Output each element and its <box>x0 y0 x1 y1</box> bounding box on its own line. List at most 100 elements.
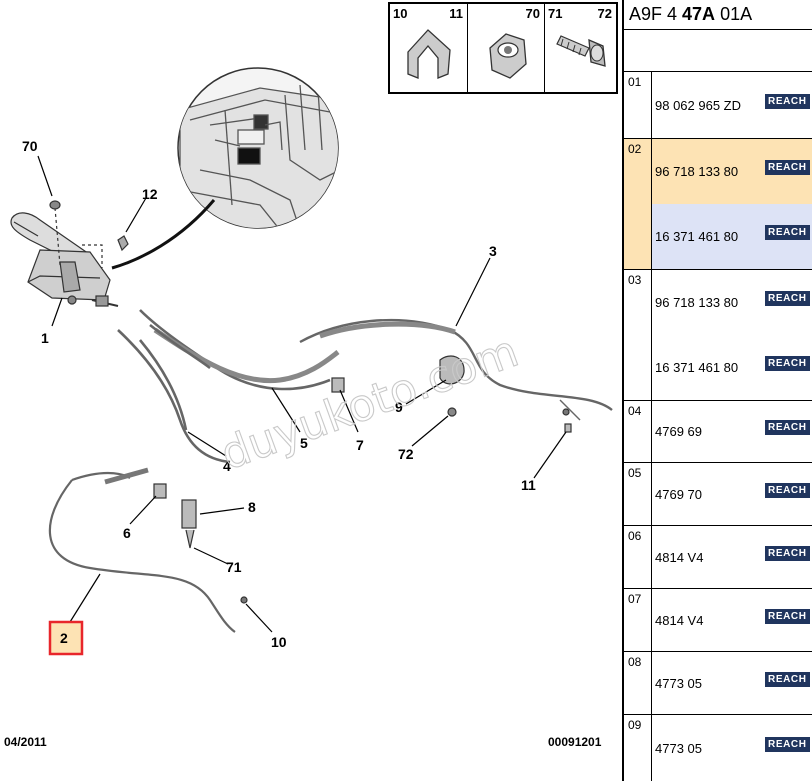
part-10-clip <box>240 596 248 604</box>
part-71-bolt <box>185 529 195 549</box>
footer-code: 00091201 <box>548 735 602 749</box>
group-number: 06 <box>624 526 652 588</box>
cable-2 <box>48 471 236 633</box>
group-number: 05 <box>624 463 652 525</box>
callout-2: 2 <box>60 630 68 646</box>
group-rows: 98 062 965 ZD REACH <box>652 72 812 138</box>
group-number: 02 <box>624 139 652 269</box>
cable-3 <box>299 318 613 421</box>
cable-4 <box>104 329 231 485</box>
bolt-icon <box>556 35 606 67</box>
part-row[interactable]: 4773 05 REACH <box>652 652 812 714</box>
reach-badge[interactable]: REACH <box>765 160 810 175</box>
part-6-clip <box>153 483 167 499</box>
reach-badge[interactable]: REACH <box>765 482 810 498</box>
reach-badge[interactable]: REACH <box>765 93 810 109</box>
legend-label-10: 10 <box>393 6 408 21</box>
reach-badge[interactable]: REACH <box>765 736 810 752</box>
legend-label-70: 70 <box>525 6 540 21</box>
part-row[interactable]: 96 718 133 80 REACH <box>652 139 812 204</box>
part-9-bracket <box>439 355 465 385</box>
reach-badge[interactable]: REACH <box>765 545 810 561</box>
callout-70: 70 <box>22 138 38 154</box>
part-row[interactable]: 4814 V4 REACH <box>652 589 812 651</box>
watermark: duyukoto.com <box>214 326 525 481</box>
group-number: 04 <box>624 401 652 462</box>
legend-cell-71-72: 71 72 <box>545 4 616 92</box>
reference-bold: 47A <box>682 4 716 24</box>
part-7-clip <box>331 377 345 393</box>
group-rows: 4773 05 REACH <box>652 652 812 714</box>
reach-badge[interactable]: REACH <box>765 608 810 624</box>
part-number: 4773 05 <box>655 675 702 691</box>
hardware-parts <box>153 355 572 604</box>
part-row[interactable]: 96 718 133 80 REACH <box>652 270 812 335</box>
reach-badge[interactable]: REACH <box>765 291 810 306</box>
part-number: 4769 69 <box>655 424 702 439</box>
reach-badge[interactable]: REACH <box>765 225 810 240</box>
callout-6: 6 <box>123 525 131 541</box>
reach-badge[interactable]: REACH <box>765 356 810 371</box>
callout-9: 9 <box>395 399 403 415</box>
reference-prefix: A9F 4 <box>629 4 683 24</box>
callout-72: 72 <box>398 446 414 462</box>
callout-11: 11 <box>521 477 536 493</box>
part-row[interactable]: 98 062 965 ZD REACH <box>652 72 812 138</box>
group-rows: 4773 05 REACH <box>652 715 812 781</box>
parts-diagram: 70 12 1 3 4 5 6 7 8 9 71 72 11 2 10 duyu… <box>4 67 613 749</box>
part-11-clip <box>562 408 570 416</box>
group-rows: 4814 V4 REACH <box>652 589 812 651</box>
group-rows: 96 718 133 80 REACH 16 371 461 80 REACH <box>652 139 812 269</box>
part-row[interactable]: 16 371 461 80 REACH <box>652 204 812 269</box>
part-number: 96 718 133 80 <box>655 295 739 310</box>
part-11-end <box>564 423 572 433</box>
group-rows: 4814 V4 REACH <box>652 526 812 588</box>
callouts: 70 12 1 3 4 5 6 7 8 9 71 72 11 2 10 <box>22 138 536 656</box>
footer-date: 04/2011 <box>4 735 47 749</box>
part-row[interactable]: 4769 69 REACH <box>652 401 812 462</box>
group-number: 03 <box>624 270 652 400</box>
part-number: 98 062 965 ZD <box>655 97 742 113</box>
legend-cell-70: 70 <box>468 4 545 92</box>
part-row[interactable]: 4814 V4 REACH <box>652 526 812 588</box>
reach-badge[interactable]: REACH <box>765 420 810 435</box>
reach-badge[interactable]: REACH <box>765 671 810 687</box>
callout-5: 5 <box>300 435 308 451</box>
part-number: 4814 V4 <box>655 612 704 628</box>
hardware-legend: 10 11 70 71 72 <box>388 2 618 94</box>
callout-10: 10 <box>271 634 287 650</box>
legend-label-72: 72 <box>597 6 612 21</box>
clip-icon <box>407 29 451 79</box>
part-number: 4814 V4 <box>655 549 704 565</box>
group-rows: 4769 69 REACH <box>652 401 812 462</box>
part-8-clip <box>181 499 197 529</box>
reference-subheader <box>624 30 812 72</box>
callout-7: 7 <box>356 437 364 453</box>
callout-71: 71 <box>226 559 242 575</box>
part-number: 96 718 133 80 <box>655 164 739 179</box>
callout-12: 12 <box>142 186 158 202</box>
part-number: 16 371 461 80 <box>655 229 739 244</box>
callout-4: 4 <box>223 458 231 474</box>
part-number: 16 371 461 80 <box>655 360 739 375</box>
nut-icon <box>489 33 527 79</box>
leader-lines <box>37 155 567 633</box>
highlight-box <box>48 620 84 656</box>
group-number: 01 <box>624 72 652 138</box>
reference-code: A9F 4 47A 01A <box>624 0 812 30</box>
part-72-nut <box>447 407 457 417</box>
part-number: 4773 05 <box>655 740 702 756</box>
group-number: 07 <box>624 589 652 651</box>
part-row[interactable]: 4773 05 REACH <box>652 715 812 781</box>
legend-label-11: 11 <box>449 6 463 21</box>
part-row[interactable]: 16 371 461 80 REACH <box>652 335 812 400</box>
